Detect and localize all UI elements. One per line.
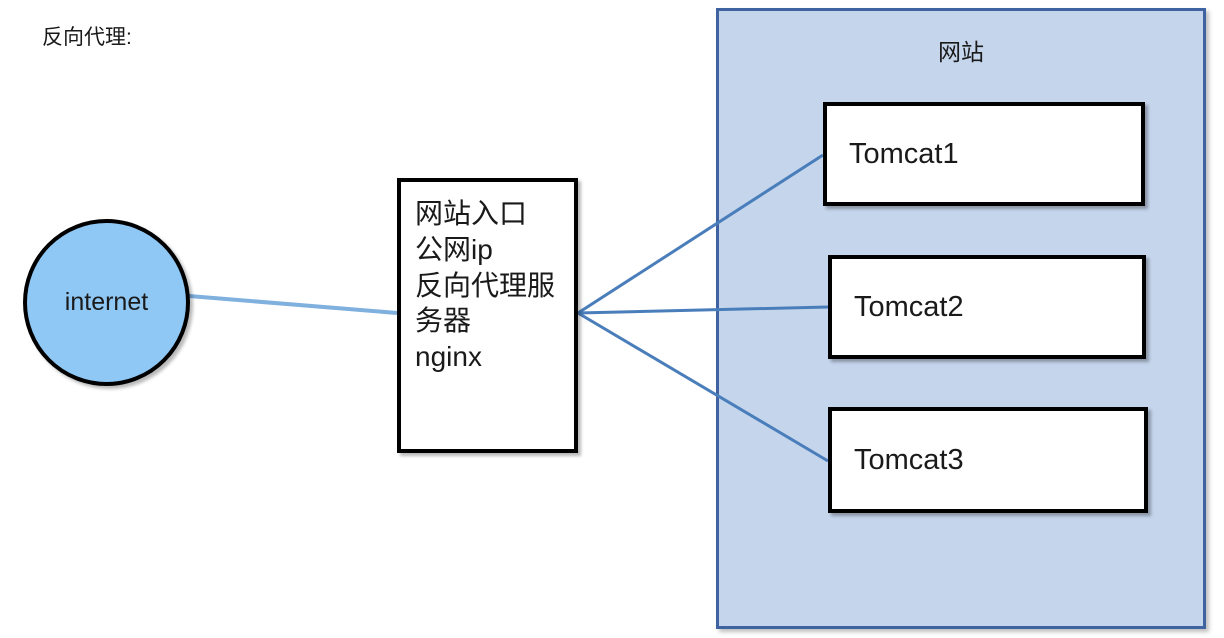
tomcat3-node-label: Tomcat3 [854, 443, 964, 476]
internet-node-label: internet [64, 288, 149, 316]
tomcat1-node-label: Tomcat1 [849, 137, 959, 170]
proxy-node-label: 网站入口 公网ip 反向代理服务器 nginx [415, 198, 556, 373]
internet-node[interactable]: internet [23, 219, 190, 386]
diagram-caption: 反向代理: [42, 26, 132, 49]
edge-internet-to-proxy [188, 294, 398, 315]
tomcat3-node[interactable]: Tomcat3 [828, 407, 1148, 513]
tomcat1-node[interactable]: Tomcat1 [823, 102, 1145, 206]
tomcat2-node-label: Tomcat2 [854, 290, 964, 323]
site-panel-title: 网站 [938, 39, 984, 65]
tomcat2-node[interactable]: Tomcat2 [828, 255, 1146, 359]
proxy-node[interactable]: 网站入口 公网ip 反向代理服务器 nginx [397, 178, 578, 453]
